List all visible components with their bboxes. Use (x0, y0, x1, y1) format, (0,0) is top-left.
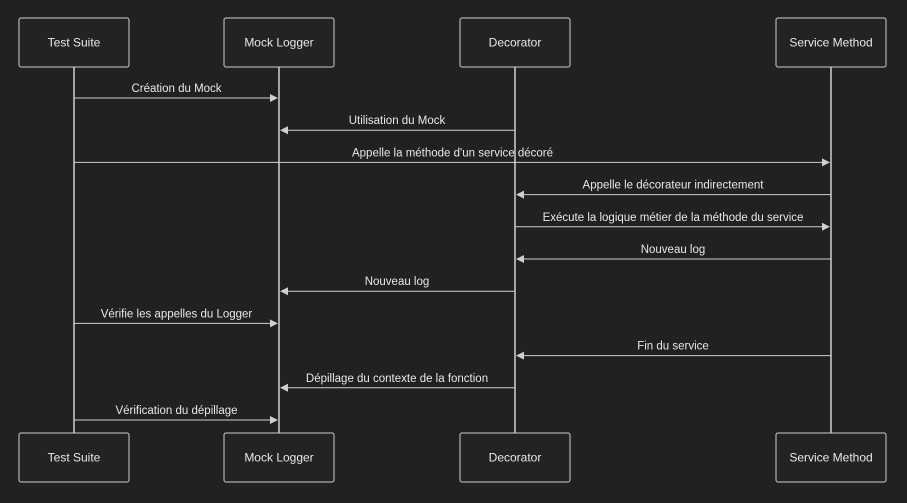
arrowhead-icon (516, 190, 524, 199)
message-label: Nouveau log (641, 244, 706, 256)
participant-box (18, 17, 130, 68)
message-label: Dépillage du contexte de la fonction (306, 373, 488, 385)
participant-decorator-top: Decorator (459, 17, 571, 68)
participant-label: Service Method (789, 36, 872, 50)
message-label: Nouveau log (365, 276, 430, 288)
arrowhead-icon (516, 351, 524, 360)
participant-box (775, 432, 887, 483)
message-label: Vérifie les appelles du Logger (101, 308, 253, 320)
message-7: Nouveau log (280, 276, 515, 296)
participant-test-suite-top: Test Suite (18, 17, 130, 68)
arrowhead-icon (280, 287, 288, 296)
message-label: Vérification du dépillage (115, 405, 237, 417)
message-1: Création du Mock (74, 83, 278, 102)
arrowhead-icon (270, 94, 278, 102)
arrowhead-icon (516, 255, 524, 263)
message-8: Vérifie les appelles du Logger (74, 308, 278, 328)
message-4: Appelle le décorateur indirectement (516, 180, 831, 199)
arrowhead-icon (270, 416, 278, 424)
participant-label: Test Suite (48, 36, 101, 50)
arrowhead-icon (270, 319, 278, 328)
message-5: Exécute la logique métier de la méthode … (515, 212, 830, 231)
message-label: Exécute la logique métier de la méthode … (543, 212, 804, 224)
participant-label: Mock Logger (244, 451, 313, 465)
message-label: Utilisation du Mock (349, 115, 446, 127)
message-label: Création du Mock (131, 83, 221, 95)
participant-box (18, 432, 130, 483)
message-10: Dépillage du contexte de la fonction (280, 373, 515, 392)
message-label: Appelle la méthode d'un service décoré (352, 147, 553, 159)
arrowhead-icon (822, 222, 830, 231)
participant-service-method-top: Service Method (775, 17, 887, 68)
participant-box (775, 17, 887, 68)
participant-box (459, 17, 571, 68)
participant-test-suite-bottom: Test Suite (18, 432, 130, 483)
participant-box (223, 17, 335, 68)
participant-box (223, 432, 335, 483)
participant-label: Decorator (489, 451, 542, 465)
participant-service-method-bottom: Service Method (775, 432, 887, 483)
participant-decorator-bottom: Decorator (459, 432, 571, 483)
participant-box (459, 432, 571, 483)
participant-label: Service Method (789, 451, 872, 465)
message-11: Vérification du dépillage (74, 405, 278, 424)
arrowhead-icon (280, 126, 288, 135)
message-9: Fin du service (516, 341, 831, 360)
message-2: Utilisation du Mock (280, 115, 515, 135)
message-6: Nouveau log (516, 244, 831, 263)
participant-label: Test Suite (48, 451, 101, 465)
participant-label: Mock Logger (244, 36, 313, 50)
arrowhead-icon (822, 158, 830, 167)
message-label: Appelle le décorateur indirectement (583, 180, 765, 192)
message-3: Appelle la méthode d'un service décoré (74, 147, 830, 167)
message-label: Fin du service (637, 341, 709, 353)
lifelines (73, 67, 832, 433)
participant-mock-logger-top: Mock Logger (223, 17, 335, 68)
participant-mock-logger-bottom: Mock Logger (223, 432, 335, 483)
participant-label: Decorator (489, 36, 542, 50)
arrowhead-icon (280, 383, 288, 392)
